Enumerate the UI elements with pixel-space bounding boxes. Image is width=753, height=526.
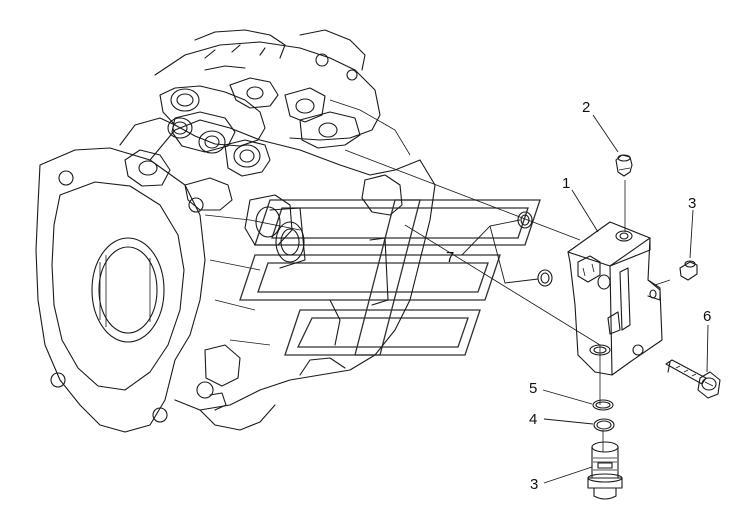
callout-3-upper: 3 — [688, 195, 696, 212]
callout-labels: 1 2 3 7 6 5 4 3 — [446, 99, 711, 493]
callout-2: 2 — [582, 99, 590, 116]
part-1-valve-block — [567, 221, 663, 376]
callout-5: 5 — [529, 380, 537, 397]
callout-6: 6 — [703, 308, 711, 325]
hydraulic-pump-assembly — [35, 29, 436, 433]
part-6-bolt — [665, 359, 721, 399]
alignment-guides — [344, 149, 671, 452]
part-3-plug-upper — [679, 260, 698, 281]
part-5-o-ring — [592, 399, 614, 411]
part-3-valve-cartridge — [587, 441, 623, 500]
callout-1: 1 — [562, 175, 570, 192]
callout-7: 7 — [446, 249, 454, 266]
watermark-logo — [239, 199, 541, 356]
part-4-o-ring — [593, 418, 615, 432]
leader-lines — [461, 114, 709, 484]
callout-3-lower: 3 — [530, 476, 538, 493]
callout-4: 4 — [529, 411, 537, 428]
part-2-plug — [615, 154, 633, 177]
